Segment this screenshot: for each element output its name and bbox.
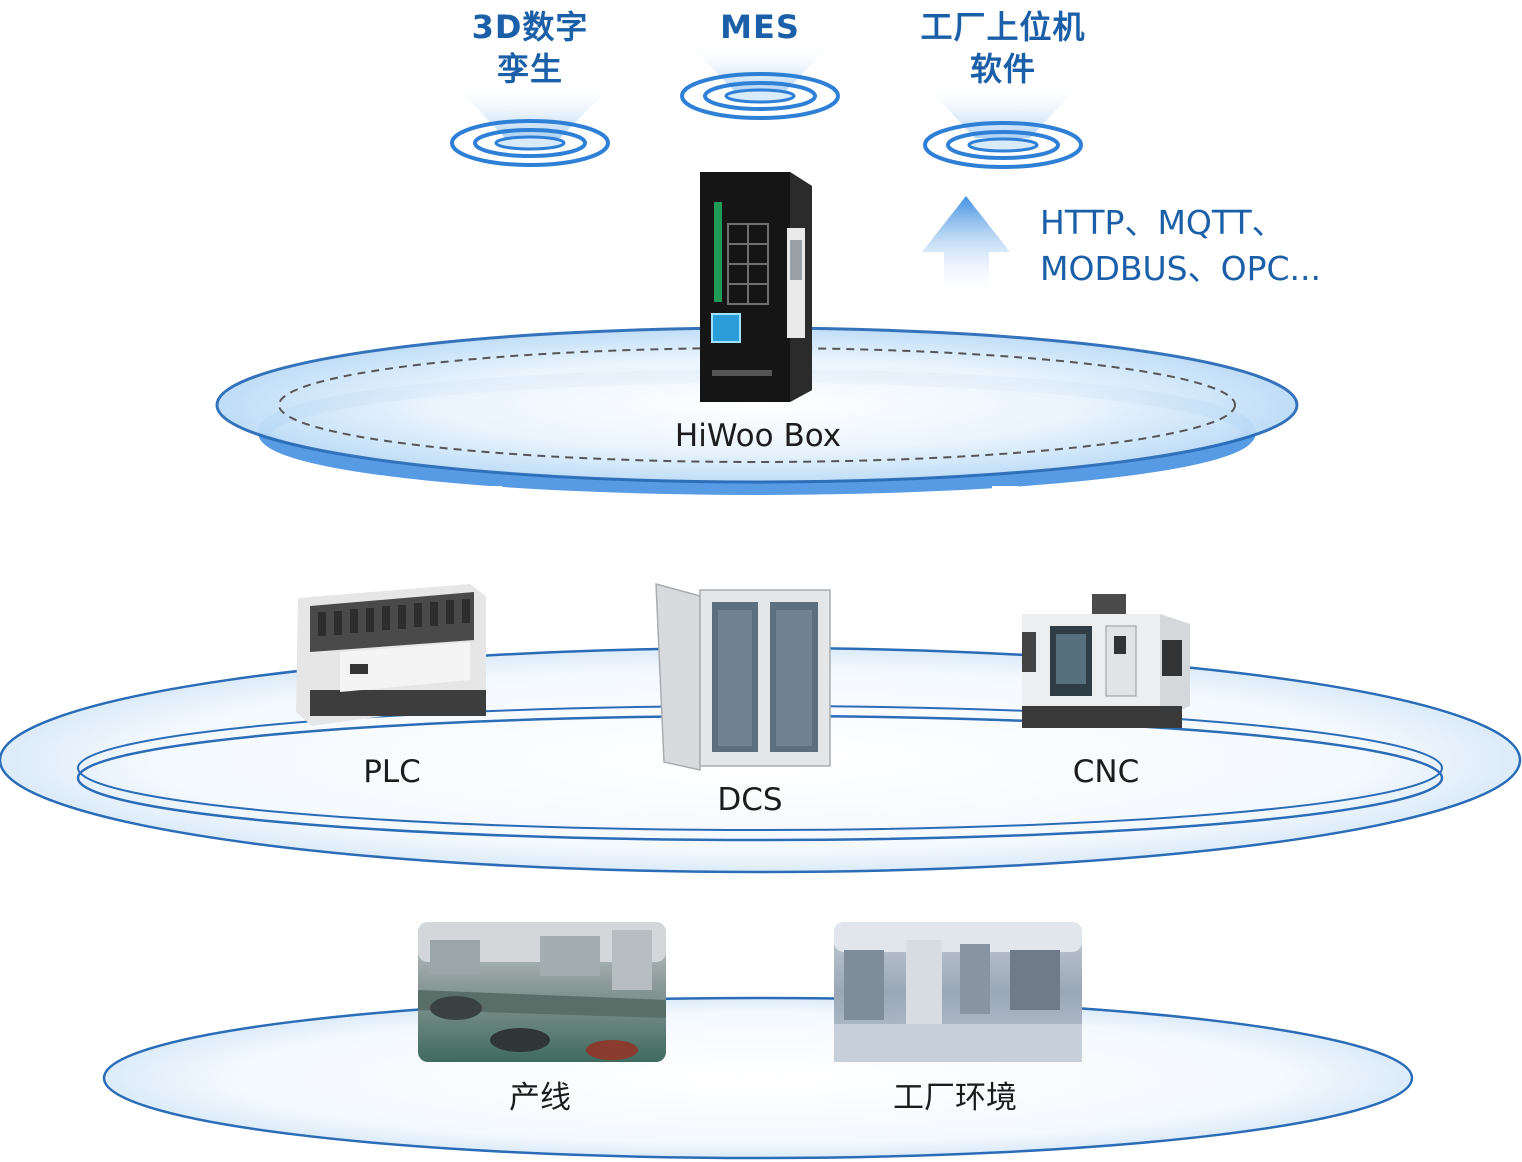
scene-label-factory-environment: 工厂环境: [893, 1080, 1017, 1116]
system-label-line1: 工厂上位机: [920, 8, 1086, 46]
device-label-cnc: CNC: [1072, 754, 1140, 790]
factory-environment-photo: [834, 922, 1082, 1062]
device-label-dcs: DCS: [717, 782, 783, 818]
system-beacon-digital-twin: [450, 85, 612, 167]
plc-icon: [296, 584, 486, 726]
cnc-machine-icon: [1022, 594, 1190, 728]
system-label-mes: MES: [720, 6, 800, 48]
system-label-host-software: 工厂上位机 软件: [920, 6, 1085, 90]
protocol-line2: MODBUS、OPC...: [1040, 249, 1321, 288]
system-label-line2: 软件: [969, 50, 1037, 88]
protocol-line1: HTTP、MQTT、: [1040, 203, 1285, 242]
production-line-photo: [418, 922, 666, 1062]
scene-level-platform: [102, 996, 1414, 1160]
upload-arrow-icon: [922, 196, 1010, 298]
system-beacon-host-software: [923, 85, 1083, 169]
gateway-label: HiWoo Box: [674, 418, 842, 454]
system-label-line1: MES: [720, 8, 800, 46]
device-label-plc: PLC: [363, 754, 421, 790]
system-beacon-mes: [680, 45, 840, 120]
scene-label-production-line: 产线: [509, 1080, 571, 1116]
dcs-cabinet-icon: [655, 583, 831, 771]
system-label-line1: 3D数字: [471, 8, 589, 46]
system-label-digital-twin: 3D数字 孪生: [472, 6, 589, 90]
system-label-line2: 孪生: [496, 50, 563, 88]
gateway-device-icon: [700, 172, 812, 402]
protocol-list: HTTP、MQTT、 MODBUS、OPC...: [1040, 200, 1321, 292]
